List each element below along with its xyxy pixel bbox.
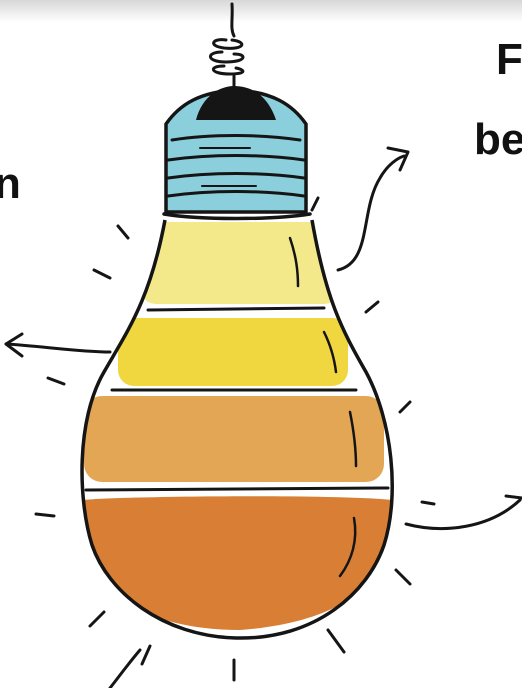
band-2 — [118, 318, 348, 386]
arrow-bottom-left — [108, 648, 142, 688]
band-1 — [140, 222, 340, 304]
arrow-lower-right — [404, 494, 522, 530]
band-3 — [84, 396, 384, 482]
cropped-text-right: be — [474, 115, 522, 164]
band-dividers — [84, 306, 390, 492]
glow-rays — [34, 196, 436, 682]
band-4 — [83, 496, 393, 630]
bulb-outline — [80, 219, 394, 640]
glass-highlights — [288, 236, 358, 578]
cropped-text-top-right: F — [496, 35, 522, 84]
bulb-bands — [83, 222, 393, 630]
cropped-text-left: n — [0, 159, 21, 208]
arrow-left — [4, 332, 112, 358]
bulb-socket — [162, 86, 312, 221]
arrow-upper-right — [336, 146, 410, 272]
cord-spiral — [209, 2, 245, 90]
top-shadow — [0, 0, 522, 22]
